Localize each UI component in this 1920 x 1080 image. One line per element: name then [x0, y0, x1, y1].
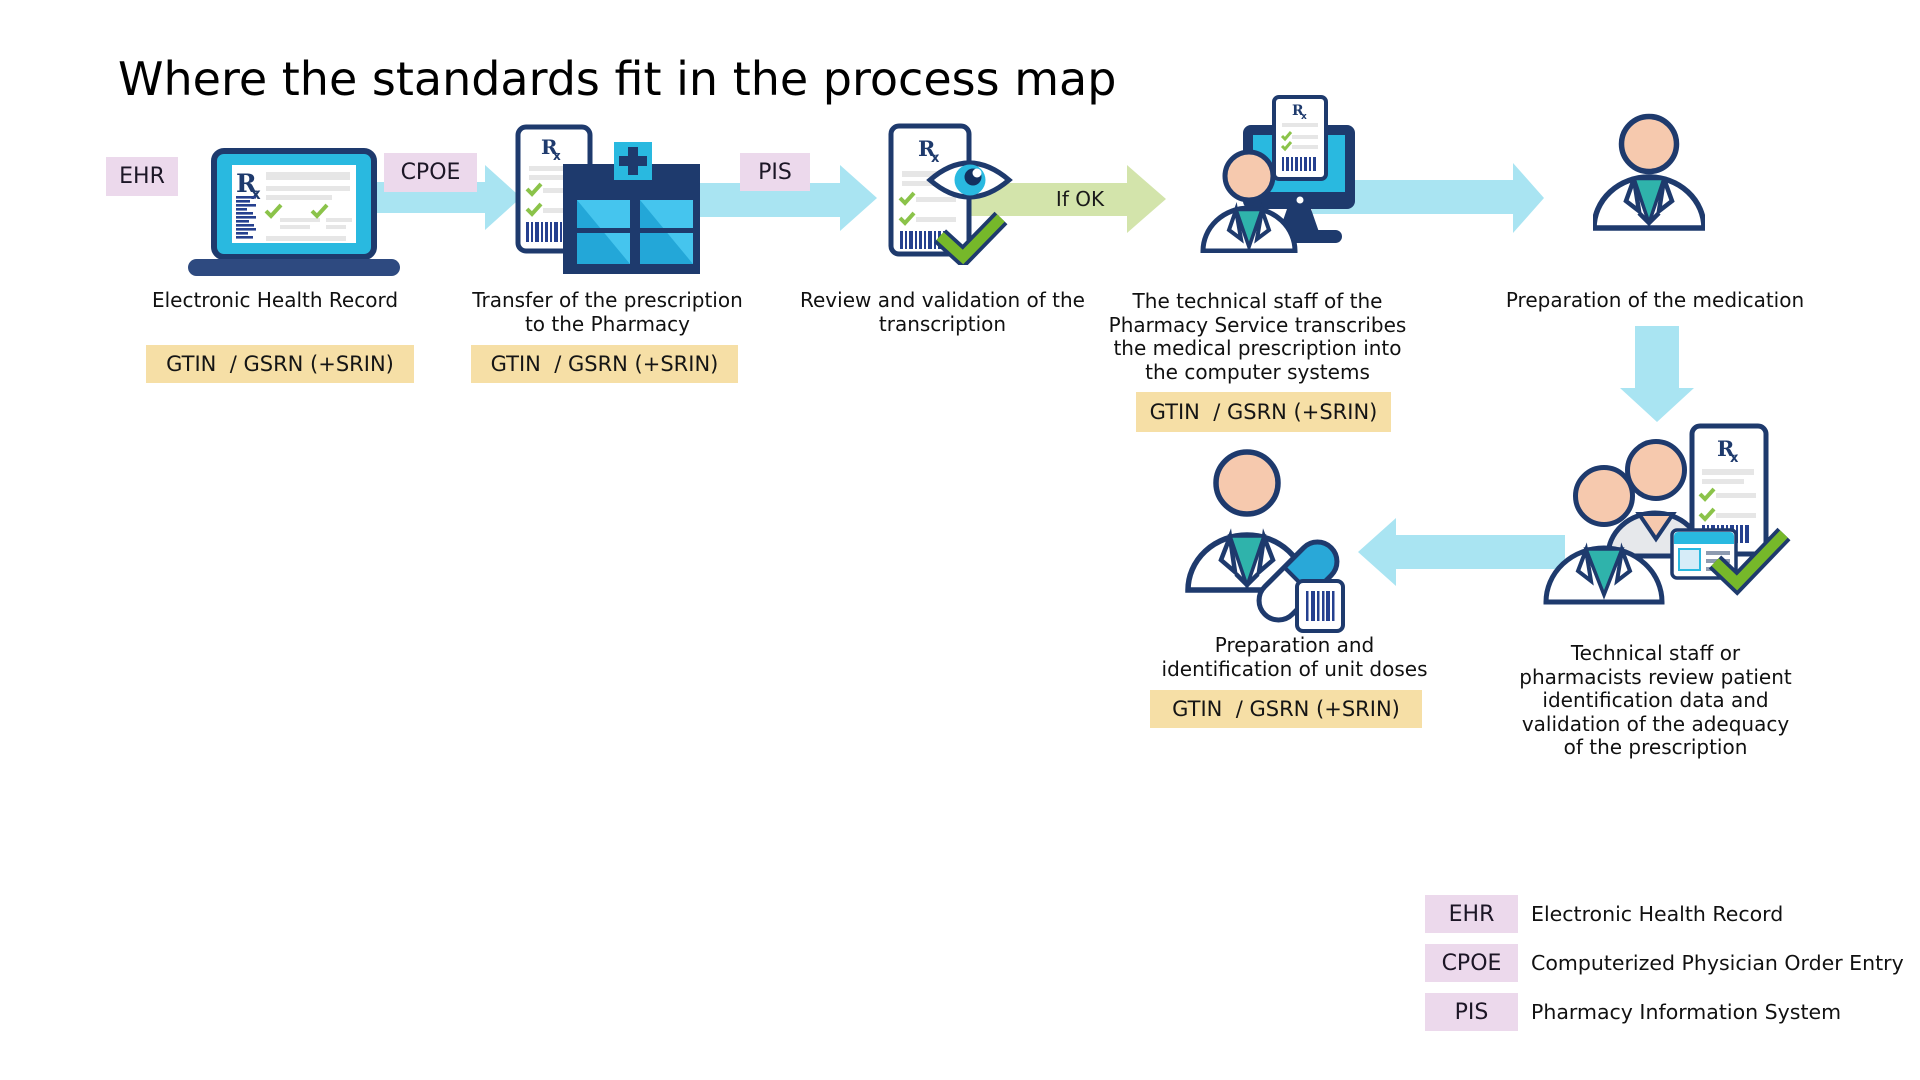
legend-row-cpoe: CPOE Computerized Physician Order Entry — [1425, 944, 1904, 982]
arrow-ehr-to-pharmacy — [360, 165, 521, 230]
gtin-badge-1: GTIN / GSRN (+SRIN) — [146, 345, 414, 383]
cpoe-badge: CPOE — [384, 153, 477, 192]
rx-symbol: R x — [236, 169, 261, 203]
svg-text:R: R — [1292, 103, 1304, 119]
caption-preparation-medication: Preparation of the medication — [1505, 288, 1805, 312]
laptop-base — [188, 259, 400, 276]
legend-pis-label: Pharmacy Information System — [1531, 1000, 1842, 1024]
monitor-power-light — [1296, 196, 1304, 204]
prescription-document-icon: R x — [1272, 95, 1328, 181]
legend-ehr-label: Electronic Health Record — [1531, 902, 1784, 926]
check-marks — [264, 203, 329, 219]
caption-technical-staff-transcribes: The technical staff of the Pharmacy Serv… — [1108, 289, 1407, 384]
svg-text:R: R — [236, 169, 257, 198]
arrow-pharmacy-to-review — [698, 165, 877, 231]
legend-pis-badge: PIS — [1425, 993, 1518, 1031]
caption-transfer-to-pharmacy: Transfer of the prescription to the Phar… — [472, 288, 743, 336]
pharmacist-unit-dose-pill-icon — [1185, 449, 1345, 633]
building-windows — [577, 200, 693, 264]
svg-text:x: x — [1301, 112, 1307, 122]
technician-person — [1200, 149, 1298, 253]
arrow-if-ok — [967, 165, 1166, 233]
svg-text:R: R — [918, 136, 936, 161]
document-lines — [266, 172, 352, 241]
pharmacy-cross-icon — [614, 142, 652, 180]
caption-electronic-health-record: Electronic Health Record — [151, 288, 399, 312]
ehr-badge: EHR — [106, 157, 178, 196]
svg-text:x: x — [931, 151, 940, 166]
gtin-badge-3: GTIN / GSRN (+SRIN) — [1136, 392, 1391, 432]
legend-cpoe-badge: CPOE — [1425, 944, 1518, 982]
pis-badge: PIS — [740, 153, 810, 191]
laptop-ehr-icon: R x — [188, 148, 400, 276]
pharmacist-icon — [1593, 113, 1705, 231]
svg-text:R: R — [541, 135, 558, 159]
gtin-badge-4: GTIN / GSRN (+SRIN) — [1150, 690, 1422, 728]
front-person — [1543, 465, 1665, 605]
eye-icon — [926, 160, 1013, 200]
green-check-icon — [1708, 527, 1791, 596]
pharmacy-building-icon: R x — [515, 124, 700, 274]
legend-cpoe-label: Computerized Physician Order Entry — [1531, 951, 1904, 975]
technician-computer-icon: R x — [1200, 95, 1355, 253]
caption-review-validation: Review and validation of the transcripti… — [800, 288, 1085, 336]
prescription-eye-review-icon: R x — [888, 123, 1013, 265]
team-review-id-card-icon: R x — [1543, 423, 1791, 605]
page-title: Where the standards fit in the process m… — [118, 52, 1117, 106]
legend: EHR Electronic Health Record CPOE Comput… — [1425, 895, 1904, 1042]
arrow-down-to-review-team — [1620, 326, 1694, 422]
svg-text:x: x — [1730, 451, 1739, 466]
caption-unit-doses: Preparation and identification of unit d… — [1161, 633, 1428, 681]
svg-text:x: x — [553, 149, 561, 163]
caption-team-review: Technical staff or pharmacists review pa… — [1519, 641, 1792, 759]
green-check-icon — [933, 211, 1008, 265]
legend-row-ehr: EHR Electronic Health Record — [1425, 895, 1904, 933]
svg-text:R: R — [1717, 436, 1735, 461]
svg-text:x: x — [251, 185, 261, 203]
arrow-transcribe-to-preparation — [1312, 163, 1544, 233]
legend-row-pis: PIS Pharmacy Information System — [1425, 993, 1904, 1031]
gtin-badge-2: GTIN / GSRN (+SRIN) — [471, 345, 738, 383]
barcode-label-icon — [1295, 579, 1345, 633]
vertical-barcode — [236, 196, 256, 239]
arrow-left-to-unit-doses — [1358, 518, 1565, 586]
if-ok-label: If OK — [1055, 187, 1105, 211]
legend-ehr-badge: EHR — [1425, 895, 1518, 933]
